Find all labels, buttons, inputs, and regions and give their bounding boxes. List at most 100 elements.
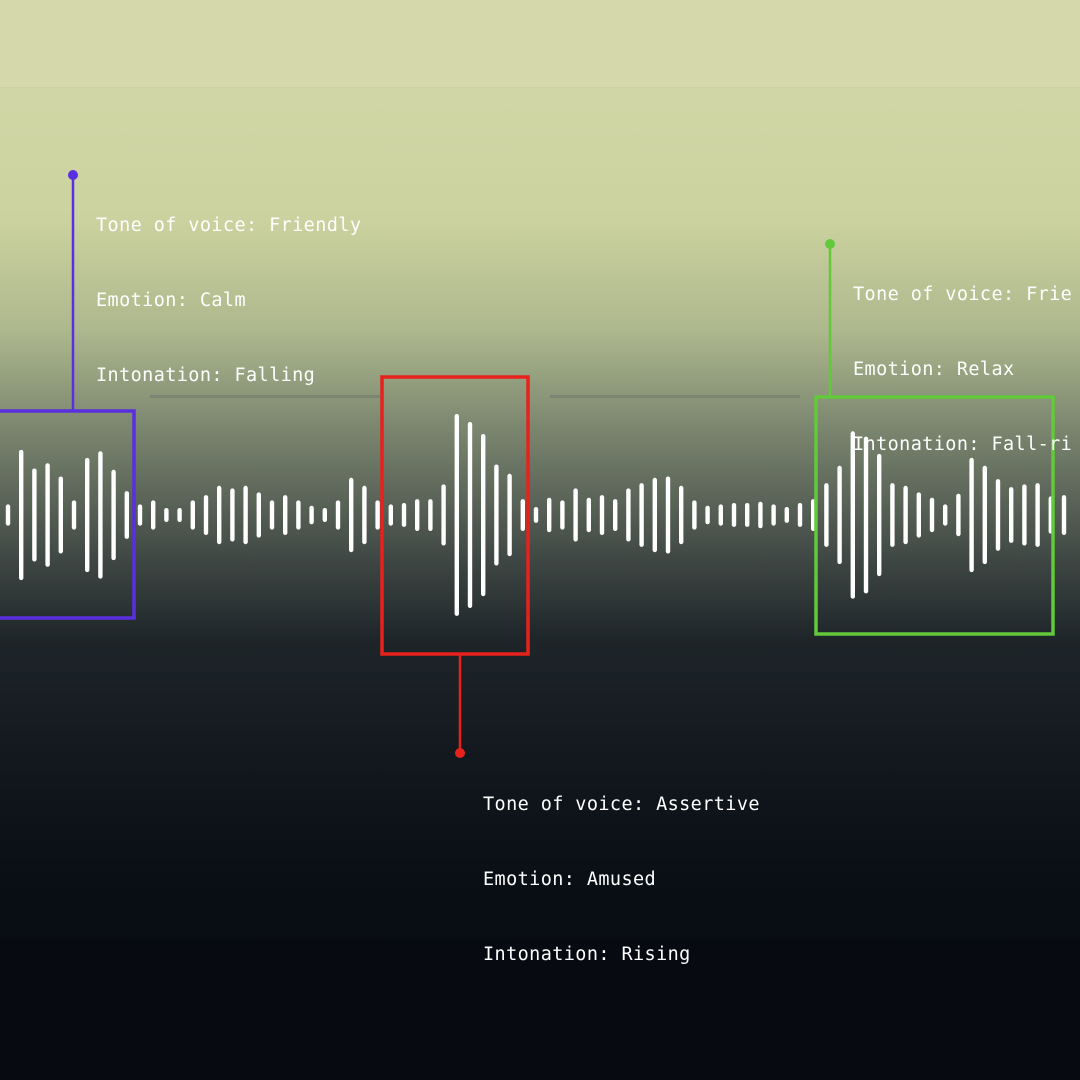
waveform-bar [586, 497, 591, 533]
green-annotation-text: Tone of voice: Frie Emotion: Relax Inton… [853, 232, 1080, 482]
red-connector-dot [455, 748, 465, 758]
waveform-bar [943, 504, 948, 526]
waveform-bar [203, 495, 209, 535]
waveform-bar [797, 503, 803, 527]
waveform-bar [111, 469, 116, 561]
waveform-bar [745, 503, 750, 527]
waveform-bar [124, 491, 129, 539]
waveform-bar [679, 485, 684, 545]
green-tone-label: Tone of voice: Frie [853, 284, 1073, 305]
waveform-bar [230, 488, 235, 542]
waveform-bar [401, 503, 407, 527]
red-emotion-label: Emotion: Amused [483, 869, 657, 890]
red-highlight-box [380, 375, 530, 656]
waveform-bar [309, 505, 314, 525]
horizon-line [550, 395, 800, 398]
waveform-bar [296, 500, 301, 530]
waveform-bar [362, 485, 367, 545]
waveform-bar [692, 500, 697, 530]
waveform-bar [137, 504, 143, 526]
waveform-bar [507, 473, 512, 557]
waveform-bar [256, 492, 261, 538]
green-connector-dot [825, 239, 835, 249]
waveform-bar [837, 465, 842, 565]
waveform-bar [758, 501, 763, 529]
waveform-bar [349, 477, 354, 553]
waveform-bar [1061, 495, 1067, 535]
waveform-bar [151, 500, 156, 530]
waveform-bar [520, 499, 525, 531]
waveform-bar [428, 499, 433, 531]
waveform-bar [177, 508, 182, 522]
waveform-bar [916, 492, 921, 538]
purple-annotation-text: Tone of voice: Friendly Emotion: Calm In… [96, 163, 361, 413]
waveform-bar [995, 479, 1001, 551]
waveform-bar [877, 453, 882, 577]
red-tone-label: Tone of voice: Assertive [483, 794, 760, 815]
waveform-bar [164, 508, 169, 522]
purple-connector-dot [68, 170, 78, 180]
waveform-bar [890, 483, 895, 547]
waveform-bar [547, 497, 552, 533]
waveform-bar [560, 500, 565, 530]
waveform-bar [243, 485, 248, 545]
waveform-bar [5, 504, 11, 526]
waveform-bar [903, 485, 908, 545]
waveform-bar [533, 507, 539, 523]
waveform-bar [481, 434, 486, 597]
waveform-bar [1022, 484, 1027, 546]
waveform-bar [573, 488, 578, 542]
waveform-bar [613, 499, 618, 531]
waveform-bar [45, 463, 50, 567]
waveform-bar [639, 483, 644, 547]
bottom-band [0, 940, 1080, 1080]
waveform-bar [850, 431, 855, 599]
waveform-bar [58, 476, 63, 554]
waveform-bar [652, 477, 657, 553]
top-band [0, 0, 1080, 88]
waveform-bar [969, 457, 974, 573]
waveform-bar [98, 451, 103, 579]
waveform-bar [322, 508, 327, 522]
waveform-bar [626, 488, 631, 542]
waveform-bar [784, 507, 789, 523]
waveform-bar [190, 500, 195, 530]
purple-emotion-label: Emotion: Calm [96, 290, 246, 311]
waveform-bar [705, 505, 710, 525]
waveform-bar [1035, 483, 1040, 547]
horizon-line [150, 395, 380, 398]
waveform-bar [85, 457, 90, 573]
green-highlight-box [814, 395, 1055, 636]
waveform-bar [335, 500, 341, 530]
green-emotion-label: Emotion: Relax [853, 359, 1015, 380]
waveform-bar [599, 495, 605, 535]
waveform-bar [269, 500, 275, 530]
waveform-bar [718, 504, 723, 526]
waveform-bar [441, 484, 446, 546]
waveform-bar [771, 504, 776, 526]
waveform-bar [71, 500, 77, 530]
waveform-bar [494, 464, 499, 566]
waveform-bar [1009, 487, 1014, 543]
waveform-bar [32, 468, 37, 562]
waveform-bar [388, 504, 393, 526]
red-intonation-label: Intonation: Rising [483, 944, 691, 965]
waveform-bar [415, 499, 420, 531]
waveform-bar [19, 449, 24, 581]
purple-highlight-box [0, 409, 136, 620]
red-annotation-text: Tone of voice: Assertive Emotion: Amused… [483, 742, 760, 992]
waveform-bar [454, 414, 459, 616]
purple-intonation-label: Intonation: Falling [96, 365, 316, 386]
purple-tone-label: Tone of voice: Friendly [96, 215, 362, 236]
waveform-bar [467, 422, 473, 608]
waveform-bar [956, 493, 961, 537]
green-intonation-label: Intonation: Fall-ri [853, 434, 1073, 455]
waveform-bar [982, 465, 987, 565]
waveform-bar [929, 497, 935, 533]
waveform-bar [863, 436, 869, 594]
waveform-bar [731, 503, 737, 527]
waveform-bar [283, 495, 288, 535]
waveform-bars [5, 414, 1067, 616]
waveform-bar [665, 476, 671, 554]
waveform-bar [824, 483, 829, 547]
